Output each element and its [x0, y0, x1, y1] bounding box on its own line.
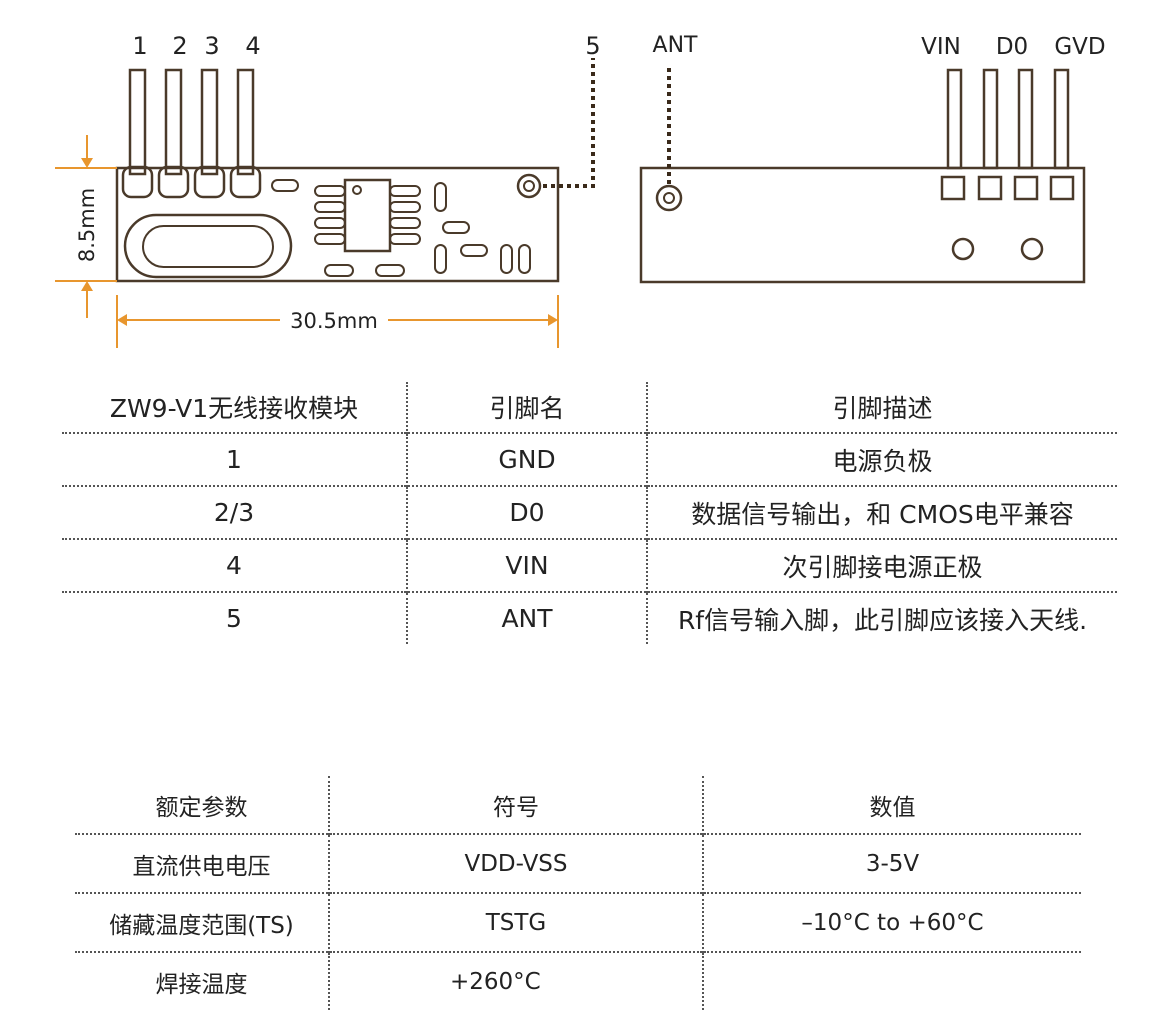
pin-number: 1 — [62, 432, 407, 486]
header-value: 数值 — [702, 776, 1081, 834]
pin-desc: Rf信号输入脚，此引脚应该接入天线. — [646, 591, 1117, 644]
table-row: 2/3 D0 数据信号输出，和 CMOS电平兼容 — [62, 485, 1117, 539]
pin-number: 4 — [62, 538, 407, 592]
pin-vin — [946, 68, 963, 170]
pin-label-1: 1 — [132, 32, 147, 60]
pin-2 — [164, 68, 183, 176]
width-dimension-label: 30.5mm — [290, 309, 378, 333]
table-row: 1 GND 电源负极 — [62, 432, 1117, 486]
rating-table: 额定参数 符号 数值 直流供电电压 VDD-VSS 3-5V 储藏温度范围(TS… — [75, 776, 1081, 1010]
table-row: 焊接温度 +260°C — [75, 951, 1081, 1010]
pin-gvd — [1053, 68, 1070, 170]
parameter-value — [702, 951, 1081, 1010]
antenna-pad-back — [655, 184, 683, 212]
rating-table-header: 额定参数 符号 数值 — [75, 776, 1081, 834]
pin-description-table: ZW9-V1无线接收模块 引脚名 引脚描述 1 GND 电源负极 2/3 D0 … — [62, 382, 1117, 644]
pin-d0b — [1017, 68, 1034, 170]
table-row: 5 ANT Rf信号输入脚，此引脚应该接入天线. — [62, 591, 1117, 644]
parameter-symbol: VDD-VSS — [328, 833, 703, 893]
table-row: 4 VIN 次引脚接电源正极 — [62, 538, 1117, 592]
back-pin-labels: ANT VIN D0 GVD — [653, 33, 1106, 60]
antenna-label: ANT — [653, 33, 699, 58]
pin-name: GND — [406, 432, 647, 486]
parameter-symbol: TSTG — [328, 892, 703, 952]
pin-number: 5 — [62, 591, 407, 644]
back-pin-label-d0: D0 — [996, 34, 1028, 60]
ic-chip — [343, 178, 392, 253]
pin-number: 2/3 — [62, 485, 407, 539]
header-symbol: 符号 — [328, 776, 703, 834]
header-pin-desc: 引脚描述 — [646, 382, 1117, 433]
height-dimension-label: 8.5mm — [75, 188, 99, 262]
pin-label-4: 4 — [245, 32, 260, 60]
header-parameter: 额定参数 — [155, 794, 248, 821]
pin-3 — [200, 68, 219, 176]
pin-label-2: 2 — [172, 32, 187, 60]
parameter-name: 焊接温度 — [75, 951, 329, 1010]
pin-table-header: ZW9-V1无线接收模块 引脚名 引脚描述 — [62, 382, 1117, 433]
pin-d0 — [982, 68, 999, 170]
pin-desc: 次引脚接电源正极 — [646, 538, 1117, 592]
back-view — [639, 68, 1086, 284]
table-row: 储藏温度范围(TS) TSTG –10°C to +60°C — [75, 892, 1081, 952]
pin-desc: 数据信号输出，和 CMOS电平兼容 — [646, 485, 1117, 539]
pin-label-5: 5 — [585, 32, 600, 60]
front-pin-labels: 1 2 3 4 5 — [132, 32, 600, 60]
pin-desc: 电源负极 — [646, 432, 1117, 486]
antenna-pad-front — [516, 173, 542, 199]
pin-name: D0 — [406, 485, 647, 539]
back-pin-label-gvd: GVD — [1054, 34, 1105, 60]
crystal-component — [123, 213, 293, 279]
table-row: 直流供电电压 VDD-VSS 3-5V — [75, 833, 1081, 893]
parameter-name: 直流供电电压 — [75, 833, 329, 893]
pin-1 — [128, 68, 147, 176]
back-board — [639, 166, 1086, 284]
module-diagram: 1 2 3 4 5 8.5mm 30.5mm — [55, 32, 1106, 348]
parameter-symbol: +260°C — [328, 951, 703, 1010]
pin-4 — [236, 68, 255, 176]
header-pin-name: 引脚名 — [406, 382, 647, 433]
pin-name: VIN — [406, 538, 647, 592]
front-view — [115, 68, 560, 283]
pin-name: ANT — [406, 591, 647, 644]
parameter-value: 3-5V — [702, 833, 1081, 893]
parameter-value: –10°C to +60°C — [702, 892, 1081, 952]
pin-label-3: 3 — [204, 32, 219, 60]
antenna-line-front — [543, 58, 595, 188]
front-board — [115, 166, 560, 283]
parameter-name: 储藏温度范围(TS) — [75, 892, 329, 952]
width-dimension — [116, 295, 559, 348]
height-dimension — [55, 135, 117, 318]
header-module: ZW9-V1无线接收模块 — [109, 394, 359, 423]
back-pin-label-vin: VIN — [921, 34, 961, 60]
